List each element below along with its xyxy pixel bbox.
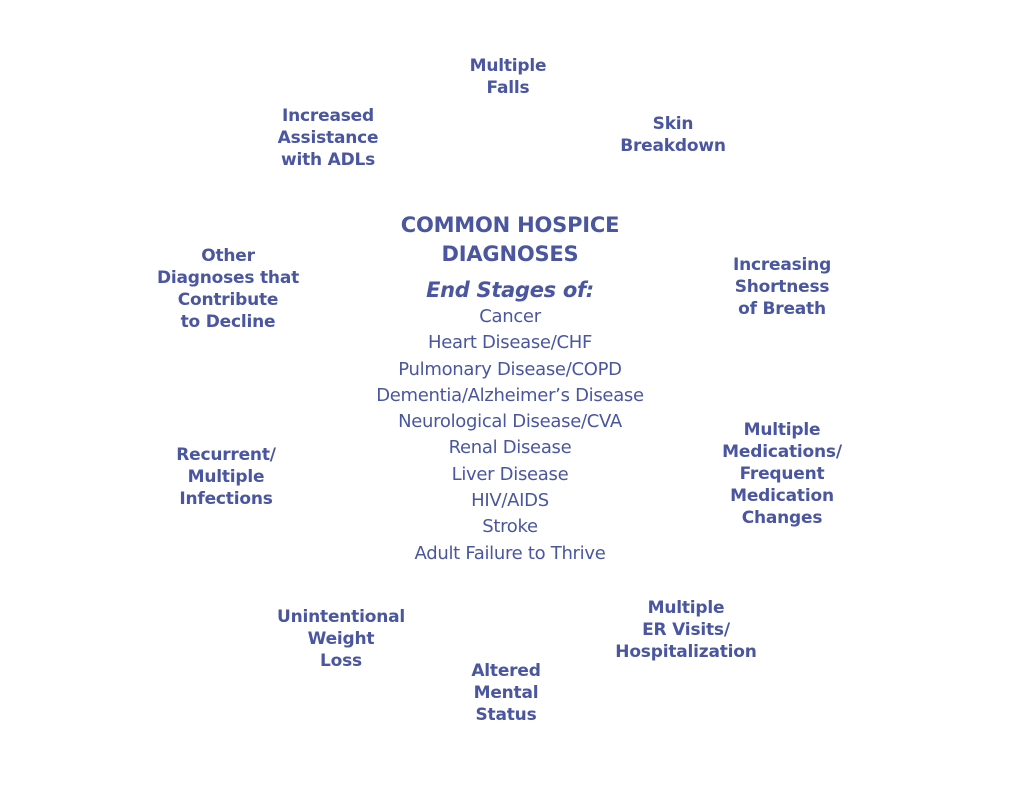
indicator-line: Diagnoses that: [156, 268, 300, 288]
indicator-other-diagnoses: Other Diagnoses that Contribute to Decli…: [157, 245, 299, 333]
indicator-line: Altered: [471, 661, 541, 681]
indicator-line: to Decline: [180, 312, 276, 332]
diagnosis-item: Dementia/Alzheimer’s Disease: [376, 384, 644, 406]
indicator-line: Mental: [473, 683, 539, 703]
indicator-skin-breakdown: Skin Breakdown: [620, 113, 726, 157]
indicator-line: Breakdown: [620, 136, 726, 156]
indicator-line: Multiple: [647, 598, 725, 618]
indicator-line: Unintentional: [276, 607, 406, 627]
indicator-line: Increasing: [732, 255, 832, 275]
indicator-line: Infections: [179, 489, 273, 509]
diagnosis-item: Renal Disease: [448, 437, 572, 459]
indicator-recurrent-infections: Recurrent/ Multiple Infections: [176, 444, 276, 510]
diagnosis-item: HIV/AIDS: [471, 490, 549, 512]
indicator-line: Shortness: [734, 277, 830, 297]
indicator-increasing-shortness-of-breath: Increasing Shortness of Breath: [733, 254, 831, 320]
indicator-line: Multiple: [187, 467, 265, 487]
indicator-line: Skin: [652, 114, 694, 134]
indicator-line: Other: [201, 246, 255, 266]
indicator-line: of Breath: [738, 299, 826, 319]
center-title-line: COMMON HOSPICE: [400, 213, 620, 237]
indicator-multiple-medications: Multiple Medications/ Frequent Medicatio…: [722, 419, 842, 529]
indicator-line: Weight: [307, 629, 375, 649]
indicator-line: Multiple: [743, 420, 821, 440]
indicator-multiple-falls: Multiple Falls: [470, 55, 547, 99]
center-block: COMMON HOSPICE DIAGNOSES End Stages of: …: [376, 211, 644, 567]
center-title: COMMON HOSPICE DIAGNOSES: [376, 211, 644, 269]
center-subtitle: End Stages of:: [426, 278, 594, 302]
diagnosis-item: Liver Disease: [451, 463, 569, 485]
indicator-multiple-er-visits: Multiple ER Visits/ Hospitalization: [615, 597, 757, 663]
indicator-line: Assistance: [277, 128, 379, 148]
indicator-altered-mental-status: Altered Mental Status: [471, 660, 541, 726]
diagnosis-item: Adult Failure to Thrive: [414, 542, 606, 564]
indicator-line: Medication: [730, 486, 834, 506]
diagnoses-list: Cancer Heart Disease/CHF Pulmonary Disea…: [376, 304, 644, 567]
indicator-line: Hospitalization: [615, 642, 757, 662]
indicator-line: with ADLs: [280, 150, 376, 170]
indicator-line: Frequent: [739, 464, 825, 484]
indicator-line: Falls: [486, 78, 530, 98]
indicator-line: Status: [475, 705, 537, 725]
indicator-line: ER Visits/: [642, 620, 730, 640]
indicator-line: Contribute: [177, 290, 279, 310]
indicator-line: Increased: [282, 106, 374, 126]
center-title-line: DIAGNOSES: [441, 242, 579, 266]
diagnosis-item: Pulmonary Disease/COPD: [398, 358, 622, 380]
indicator-unintentional-weight-loss: Unintentional Weight Loss: [277, 606, 405, 672]
indicator-line: Multiple: [469, 56, 547, 76]
indicator-line: Changes: [741, 508, 823, 528]
indicator-increased-assistance-adls: Increased Assistance with ADLs: [278, 105, 379, 171]
indicator-line: Medications/: [722, 442, 842, 462]
diagnosis-item: Neurological Disease/CVA: [398, 411, 622, 433]
indicator-line: Loss: [320, 651, 362, 671]
diagnosis-item: Heart Disease/CHF: [427, 332, 593, 354]
indicator-line: Recurrent/: [176, 445, 276, 465]
diagnosis-item: Stroke: [482, 516, 538, 538]
diagnosis-item: Cancer: [479, 306, 541, 327]
